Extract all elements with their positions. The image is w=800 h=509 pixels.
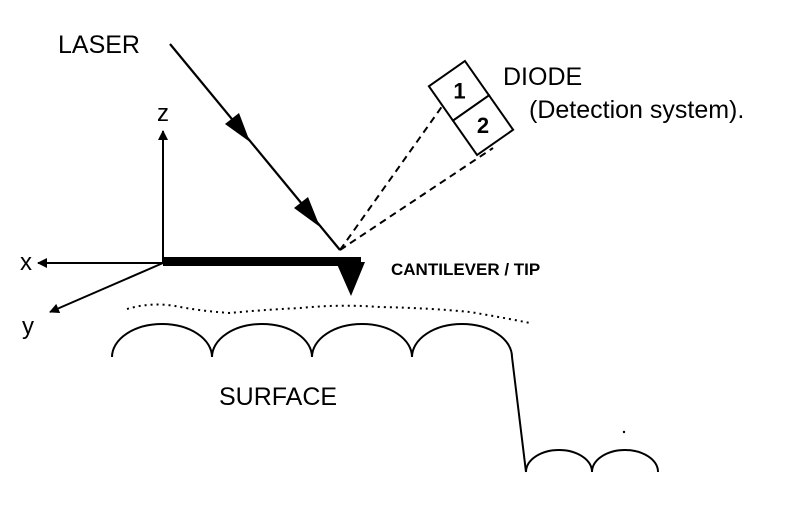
x-axis-label: x (20, 249, 32, 276)
z-axis-label: z (157, 100, 169, 127)
surface-profile-lower (525, 449, 659, 473)
laser-beam-arrow-upper (225, 113, 250, 142)
reflected-beam-1 (339, 97, 449, 251)
diode-label: DIODE (503, 63, 582, 91)
tip-trajectory-dotted (126, 303, 531, 324)
speck (622, 430, 626, 434)
laser-beam-arrow-lower (294, 197, 320, 227)
surface-label: SURFACE (219, 383, 337, 411)
diode-segment-2-label: 2 (477, 113, 489, 138)
detection-system-label: (Detection system). (529, 96, 744, 124)
surface-profile (111, 323, 527, 473)
laser-label: LASER (58, 31, 140, 59)
y-axis (49, 262, 164, 314)
diode-segment-1-label: 1 (453, 79, 465, 104)
y-axis-label: y (22, 313, 34, 340)
cantilever-beam (163, 257, 361, 266)
cantilever-tip-label: CANTILEVER / TIP (391, 260, 540, 279)
cantilever-tip (336, 262, 365, 296)
photodiode: 1 2 (427, 59, 515, 157)
reflected-beam-2 (339, 147, 494, 251)
diode-segment-2 (451, 93, 515, 157)
